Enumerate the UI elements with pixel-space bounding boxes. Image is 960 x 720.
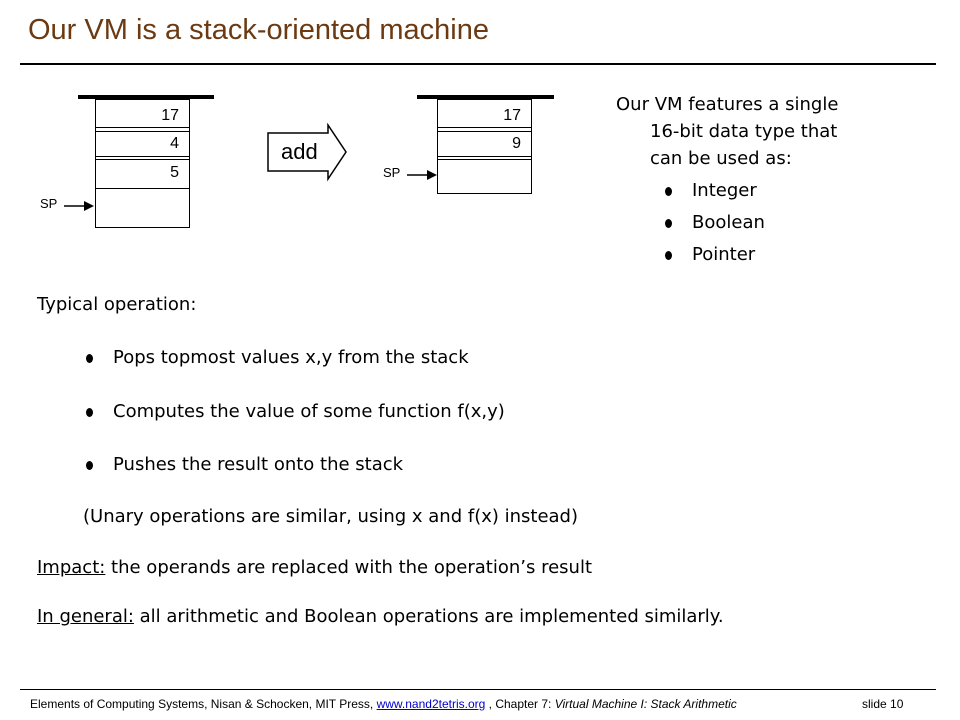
stack-before-top-bar — [78, 95, 214, 99]
step-item: Computes the value of some function f(x,… — [113, 401, 505, 422]
website-link[interactable]: www.nand2tetris.org — [376, 697, 486, 711]
intro-line: can be used as: — [650, 148, 792, 169]
add-arrow-icon — [267, 123, 347, 182]
intro-line: 16-bit data type that — [650, 121, 838, 142]
step-item: Pops topmost values x,y from the stack — [113, 347, 469, 368]
sp-arrow-after-icon — [407, 170, 437, 180]
footer-citation: Elements of Computing Systems, Nisan & S… — [30, 697, 737, 711]
data-type-description: Our VM features a single 16-bit data typ… — [616, 91, 916, 172]
impact-statement: Impact: the operands are replaced with t… — [37, 557, 592, 579]
sp-label-before: SP — [40, 196, 58, 211]
typical-operation-heading: Typical operation: — [37, 294, 197, 315]
general-label: In general: — [37, 606, 134, 627]
footer-text: , Chapter 7: — [485, 697, 555, 711]
operation-label: add — [281, 139, 318, 164]
chapter-title: Virtual Machine I: Stack Arithmetic — [554, 697, 737, 711]
bullet-icon — [665, 187, 672, 196]
stack-after-cell: 9 — [437, 127, 532, 160]
slide-number: slide 10 — [862, 697, 904, 711]
bullet-icon — [665, 219, 672, 228]
impact-text: the operands are replaced with the opera… — [105, 557, 593, 578]
bullet-icon — [86, 461, 93, 470]
title-divider — [20, 63, 936, 65]
general-statement: In general: all arithmetic and Boolean o… — [37, 606, 724, 628]
type-item: Boolean — [692, 212, 765, 233]
stack-before-cell: 4 — [95, 127, 190, 160]
stack-after-cell: 17 — [437, 99, 532, 132]
sp-arrow-before-icon — [64, 201, 94, 211]
unary-note: (Unary operations are similar, using x a… — [83, 506, 579, 527]
step-item: Pushes the result onto the stack — [113, 454, 404, 475]
footer-divider — [20, 689, 936, 690]
bullet-icon — [665, 251, 672, 260]
footer-text: Elements of Computing Systems, Nisan & S… — [30, 697, 377, 711]
impact-label: Impact: — [37, 557, 106, 578]
intro-line: Our VM features a single — [616, 94, 839, 115]
sp-label-after: SP — [383, 165, 401, 180]
stack-before-cell — [95, 188, 190, 228]
slide-title: Our VM is a stack-oriented machine — [28, 14, 489, 46]
bullet-icon — [86, 354, 93, 363]
stack-after-top-bar — [417, 95, 554, 99]
type-item: Pointer — [692, 244, 756, 265]
type-item: Integer — [692, 180, 757, 201]
stack-before-cell: 17 — [95, 99, 190, 132]
stack-after-cell — [437, 156, 532, 194]
stack-before-cell: 5 — [95, 156, 190, 189]
bullet-icon — [86, 408, 93, 417]
general-text: all arithmetic and Boolean operations ar… — [133, 606, 724, 627]
